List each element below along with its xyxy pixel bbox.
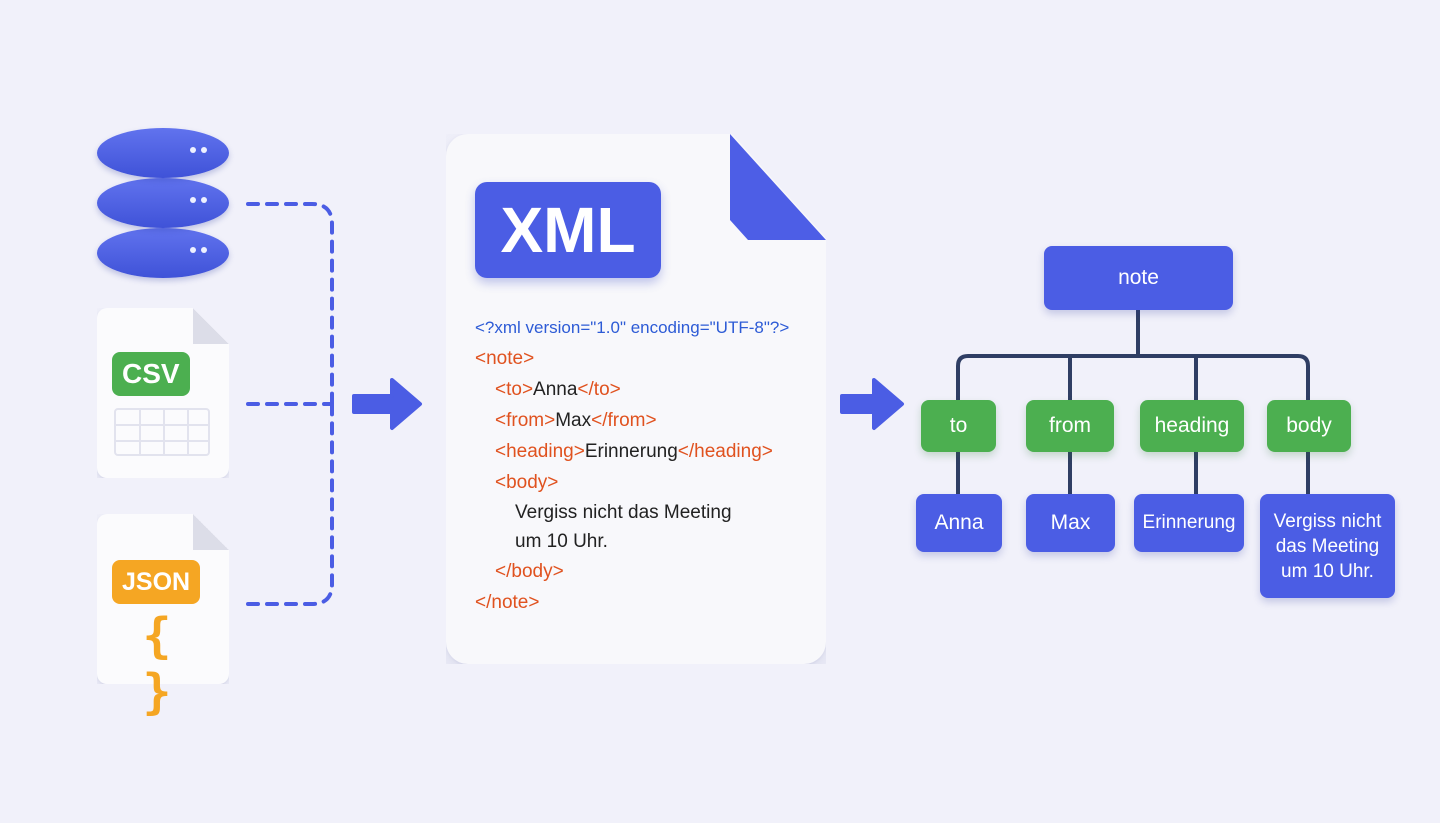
tree-node-from: from xyxy=(1026,400,1114,452)
code-line: </body> xyxy=(495,561,564,582)
arrow-right-icon xyxy=(352,378,422,430)
csv-badge: CSV xyxy=(112,352,190,396)
code-line: </note> xyxy=(475,592,540,613)
tree-line xyxy=(956,354,1310,402)
code-line: Vergiss nicht das Meeting xyxy=(515,502,732,523)
tree-value-max: Max xyxy=(1026,494,1115,552)
tree-value-body: Vergiss nicht das Meeting um 10 Uhr. xyxy=(1260,494,1395,598)
tree-value-erinnerung: Erinnerung xyxy=(1134,494,1244,552)
curly-braces-icon: { } xyxy=(142,608,180,720)
tree-node-to: to xyxy=(921,400,996,452)
code-line: um 10 Uhr. xyxy=(515,531,608,552)
code-line: <note> xyxy=(475,348,535,369)
tree-value-anna: Anna xyxy=(916,494,1002,552)
code-line: <from>Max</from> xyxy=(495,410,657,431)
arrow-right-icon xyxy=(840,378,904,430)
code-line: <body> xyxy=(495,472,559,493)
code-line: <to>Anna</to> xyxy=(495,379,621,400)
database-disk xyxy=(97,128,229,178)
db-connector xyxy=(246,202,334,406)
code-line: <heading>Erinnerung</heading> xyxy=(495,441,773,462)
tree-root-note: note xyxy=(1044,246,1233,310)
tree-value-line: um 10 Uhr. xyxy=(1281,560,1374,582)
xml-code: <?xml version="1.0" encoding="UTF-8"?> <… xyxy=(475,312,815,618)
xml-badge: XML xyxy=(475,182,661,278)
table-grid-icon xyxy=(114,408,210,456)
json-badge: JSON xyxy=(112,560,201,604)
database-disk xyxy=(97,178,229,228)
database-disk xyxy=(97,228,229,278)
tree-node-heading: heading xyxy=(1140,400,1244,452)
tree-value-line: Vergiss nicht xyxy=(1273,510,1382,532)
tree-node-body: body xyxy=(1267,400,1351,452)
json-connector xyxy=(246,402,334,606)
tree-value-line: das Meeting xyxy=(1275,535,1380,557)
database-icon xyxy=(97,126,229,278)
xml-declaration: <?xml version="1.0" encoding="UTF-8"?> xyxy=(475,318,790,337)
